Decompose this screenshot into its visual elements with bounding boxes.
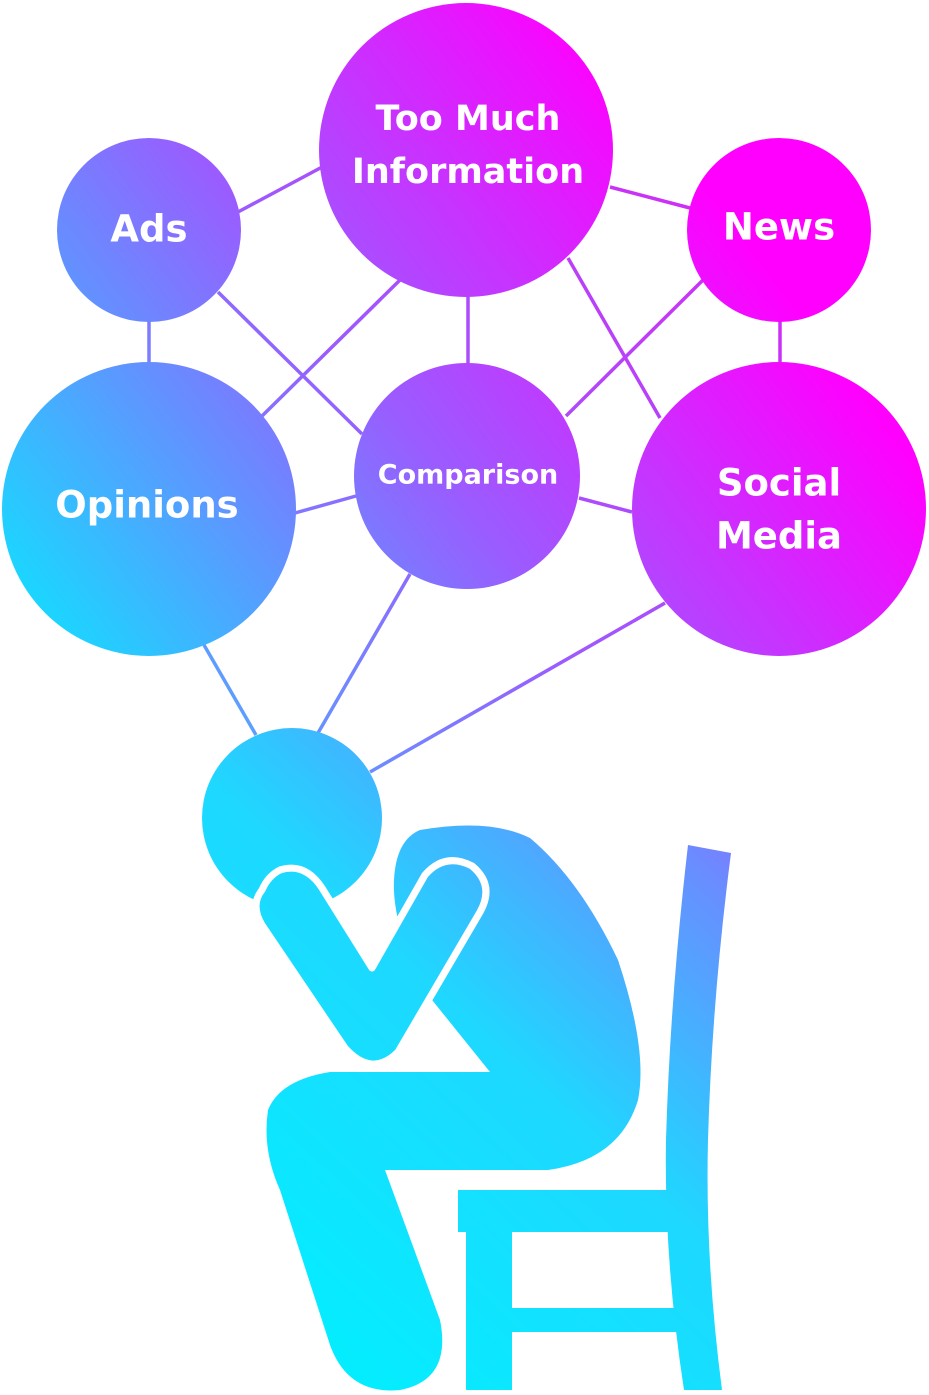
node-label: Media [716,515,842,558]
link-tmi-opinions [260,278,402,418]
node-label: News [723,206,835,249]
link-comparison-head [316,573,412,734]
node-circle [2,362,296,656]
node-circle [687,138,871,322]
person-torso [266,825,641,1391]
node-label: Ads [110,208,187,251]
link-opinions-head [202,644,258,736]
node-social-media: Social Media [632,362,926,656]
node-label: Too Much [376,99,561,139]
link-opinions-comparison [294,494,357,515]
node-circle [632,362,926,656]
link-ads-tmi [237,164,325,214]
chair-rung-upper [510,1308,688,1332]
link-tmi-social [566,257,662,419]
node-circle [354,363,580,589]
node-label: Comparison [378,460,558,491]
node-circle [57,138,241,322]
node-opinions: Opinions [2,362,296,656]
link-ads-comparison [216,290,364,436]
node-label: Information [352,152,584,192]
stressed-person-illustration [202,728,731,1391]
node-comparison: Comparison [354,363,580,589]
connections [147,164,782,774]
link-tmi-news [609,185,691,210]
node-ads: Ads [57,138,241,322]
node-too-much-information: Too Much Information [319,3,613,297]
node-label: Opinions [55,484,238,527]
chair-seat [458,1190,692,1232]
link-news-comparison [564,278,705,418]
chair-front-leg [466,1232,512,1390]
node-label: Social [717,462,841,505]
link-comparison-social [578,496,633,514]
node-news: News [687,138,871,322]
person-head [202,728,382,908]
person-forearm [252,857,490,1068]
chair-back [665,845,731,1390]
link-social-head [369,601,666,774]
node-circle [319,3,613,297]
